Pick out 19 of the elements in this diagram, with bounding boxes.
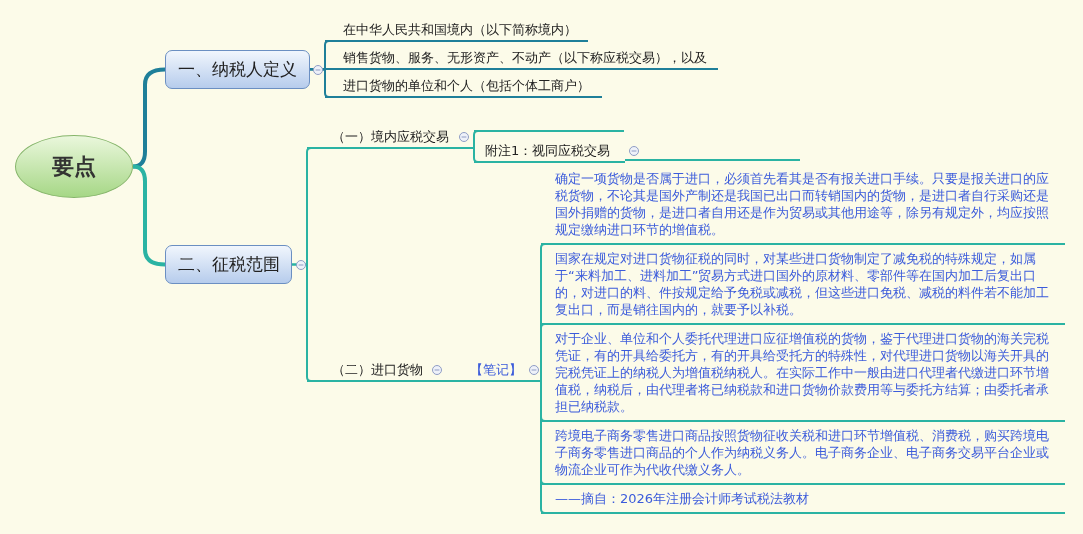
- connector: [527, 380, 546, 514]
- connector: [454, 147, 479, 163]
- note-paragraph: 国家在规定对进口货物征税的同时，对某些进口货物制定了减免税的特殊规定，如属于“来料加工、进料加工”贸易方式进口国外的原材料、零部件等在国内加工后复出口的，对进口的料、件按规定给予免税或减税，但这些进口免税、减税的料件若不能加工复出口，而是销往国内的，就要予以补税。: [541, 245, 1065, 325]
- note-paragraph: 确定一项货物是否属于进口，必须首先看其是否有报关进口手续。只要是报关进口的应税货物，不论其是国外产制还是我国已出口而转销国内的货物，是进口者自行采购还是国外捐赠的货物，是进口者自用还是作为贸易或其他用途等，除另有规定外，均应按照规定缴纳进口环节的增值税。: [541, 165, 1065, 245]
- topic-box: 二、征税范围: [165, 245, 292, 284]
- subtopic: 附注1：视同应税交易: [474, 141, 625, 163]
- connector: [291, 263, 312, 382]
- topic-box: 一、纳税人定义: [165, 50, 310, 89]
- note-label: 【笔记】: [452, 360, 528, 382]
- note-paragraph: ——摘自：2026年注册会计师考试税法教材: [541, 485, 1065, 514]
- note-paragraph: 对于企业、单位和个人委托代理进口应征增值税的货物，鉴于代理进口货物的海关完税凭证，有的开具给委托方，有的开具给受托方的特殊性，对代理进口货物以海关开具的完税凭证上的纳税人为增值税纳税人。在实际工作中一般由进口代理者代缴进口环节增值税，纳税后，由代理者将已纳税款和进口货物价款费用等与委托方结算；由委托者承担已纳税款。: [541, 325, 1065, 422]
- underline: [474, 130, 624, 132]
- subtopic: 在中华人民共和国境内（以下简称境内）: [325, 20, 588, 42]
- note-paragraph: 跨境电子商务零售进口商品按照货物征收关税和进口环节增值税、消费税，购买跨境电子商务零售进口商品的个人作为纳税义务人。电子商务企业、电子商务交易平台企业或物流企业可作为代收代缴义务人。: [541, 422, 1065, 485]
- subtopic: 销售货物、服务、无形资产、不动产（以下称应税交易），以及: [325, 48, 718, 70]
- root-ellipse: 要点: [15, 135, 133, 198]
- subtopic: （二）进口货物: [307, 360, 428, 382]
- subtopic: 进口货物的单位和个人（包括个体工商户）: [325, 76, 602, 98]
- subtopic: （一）境内应税交易: [307, 127, 455, 149]
